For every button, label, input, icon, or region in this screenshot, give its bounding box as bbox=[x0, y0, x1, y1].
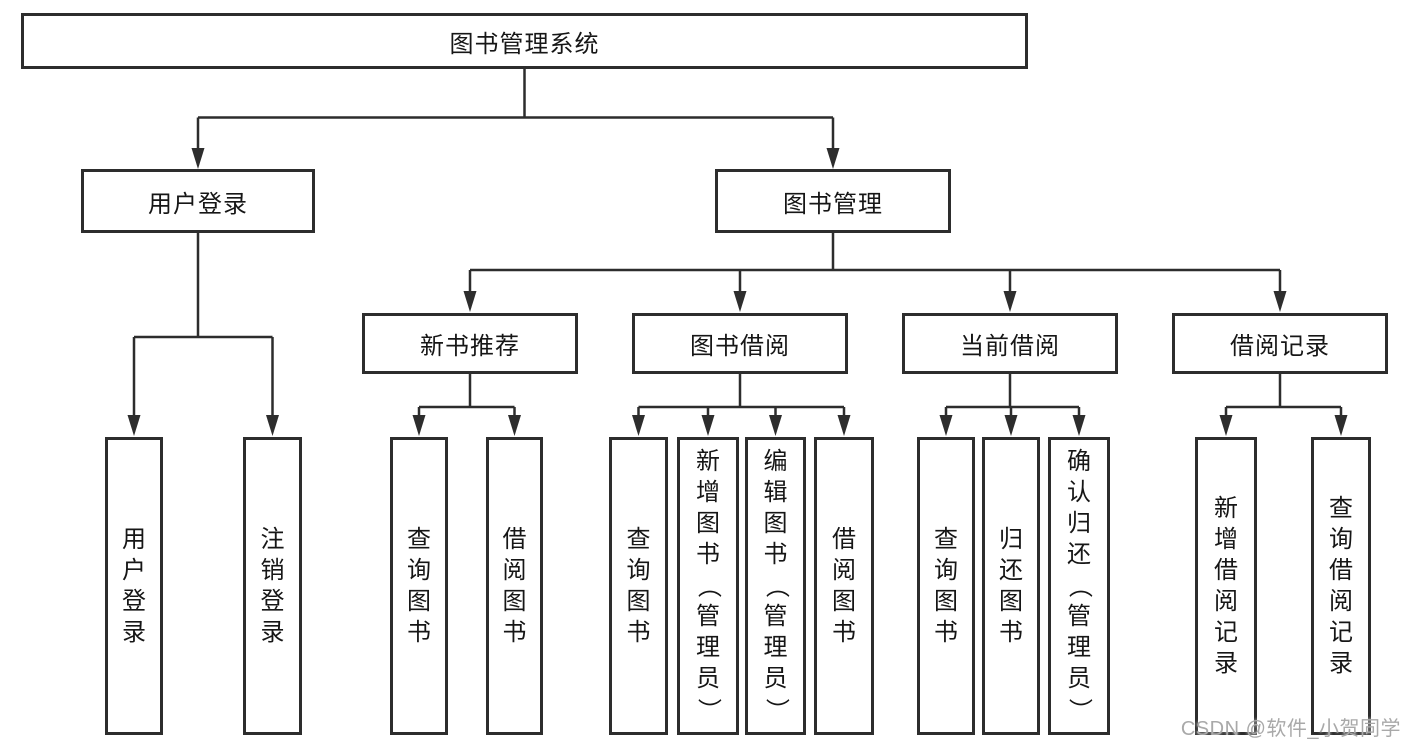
node-book-borrowing-label: 图书借阅 bbox=[690, 333, 790, 360]
node-new-book-recommend-label: 新书推荐 bbox=[420, 333, 520, 360]
leaf-user-login: 用户登录 bbox=[105, 437, 163, 735]
leaf-confirm-return-admin: 确认归还（管理员） bbox=[1048, 437, 1110, 735]
node-book-borrowing: 图书借阅 bbox=[632, 313, 848, 374]
node-borrow-records-label: 借阅记录 bbox=[1230, 333, 1330, 360]
node-user-login-label: 用户登录 bbox=[148, 190, 248, 218]
leaf-logout: 注销登录 bbox=[243, 437, 302, 735]
node-root: 图书管理系统 bbox=[21, 13, 1028, 69]
node-new-book-recommend: 新书推荐 bbox=[362, 313, 578, 374]
node-user-login: 用户登录 bbox=[81, 169, 315, 233]
leaf-borrow-books-recommend: 借阅图书 bbox=[486, 437, 543, 735]
node-borrow-records: 借阅记录 bbox=[1172, 313, 1388, 374]
node-book-management: 图书管理 bbox=[715, 169, 951, 233]
leaf-add-books-admin: 新增图书（管理员） bbox=[677, 437, 739, 735]
connector-arrowheads bbox=[127, 148, 1348, 436]
csdn-watermark: CSDN @软件_小贺同学 bbox=[1180, 718, 1401, 740]
leaf-add-borrow-record: 新增借阅记录 bbox=[1195, 437, 1257, 735]
leaf-query-books-recommend: 查询图书 bbox=[390, 437, 448, 735]
leaf-query-books-current: 查询图书 bbox=[917, 437, 975, 735]
leaf-borrow-books: 借阅图书 bbox=[814, 437, 874, 735]
leaf-return-books: 归还图书 bbox=[982, 437, 1040, 735]
leaf-edit-books-admin: 编辑图书（管理员） bbox=[745, 437, 806, 735]
node-current-borrowing: 当前借阅 bbox=[902, 313, 1118, 374]
leaf-query-borrow-record: 查询借阅记录 bbox=[1311, 437, 1371, 735]
connector-segments bbox=[132, 69, 1343, 418]
leaf-query-books-borrowing: 查询图书 bbox=[609, 437, 668, 735]
node-root-label: 图书管理系统 bbox=[449, 30, 600, 58]
node-current-borrowing-label: 当前借阅 bbox=[960, 333, 1060, 360]
node-book-management-label: 图书管理 bbox=[783, 190, 883, 218]
